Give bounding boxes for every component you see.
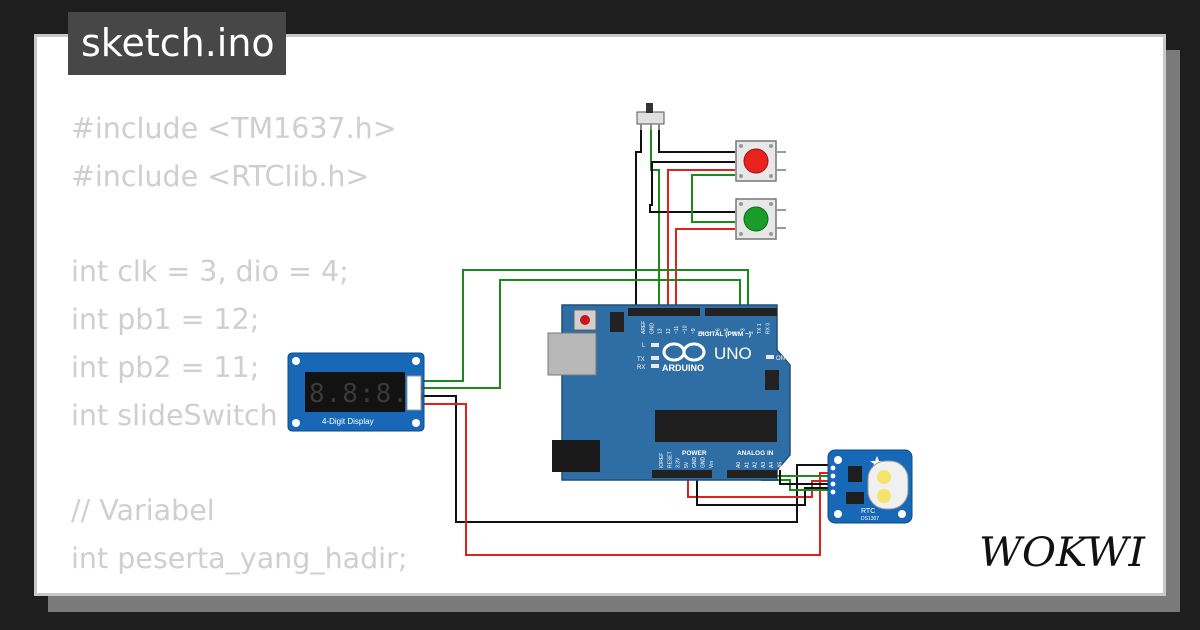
arduino-pin-label: ~11 [674, 326, 680, 334]
code-line: int pb1 = 12; [71, 303, 260, 337]
wire-display-black [424, 395, 832, 523]
arduino-pin-label: 8 [699, 331, 705, 334]
code-line: // Variabel [71, 494, 215, 528]
arduino-pin-label: A3 [761, 462, 767, 468]
arduino-pin-label: A5 [778, 462, 784, 468]
arduino-analog-label: ANALOG IN [737, 450, 774, 457]
wire-switch-black [635, 124, 643, 321]
wire-5v-red [687, 470, 832, 498]
code-line: int peserta_yang_hadir; [71, 542, 408, 576]
wire-green-btn-red [675, 228, 735, 320]
arduino-brand-label: ARDUINO [662, 363, 704, 373]
arduino-l-label: L [642, 343, 646, 349]
arduino-pin-label: 13 [658, 328, 664, 334]
arduino-pin-label: GND [692, 457, 698, 469]
arduino-pin-label: 5V [684, 461, 690, 468]
arduino-pin-label: 7 [707, 331, 713, 334]
wokwi-logo-text: WOKWI [979, 530, 1146, 576]
arduino-pin-label: 2 [749, 331, 755, 334]
arduino-pin-label: ~9 [691, 328, 697, 334]
display-digits: 8.8:8.8 [309, 379, 426, 409]
arduino-pin-label: GND [649, 323, 655, 335]
arduino-pin-label: A2 [753, 462, 759, 468]
red-pushbutton[interactable] [735, 140, 786, 182]
code-line: int clk = 3, dio = 4; [71, 255, 349, 289]
arduino-pin-label: IOREF [659, 453, 665, 468]
arduino-on-label: ON [776, 356, 785, 362]
wire-a-black [779, 470, 832, 485]
green-pushbutton[interactable] [735, 198, 786, 240]
arduino-pin-label: 12 [666, 328, 672, 334]
arduino-tx-label: TX [637, 357, 645, 363]
wokwi-logo[interactable]: WOKWI [975, 526, 1150, 576]
arduino-pin-label: GND [701, 457, 707, 469]
code-line: #include <RTClib.h> [71, 159, 370, 193]
file-tab[interactable]: sketch.ino [68, 12, 286, 75]
file-tab-label: sketch.ino [81, 21, 275, 65]
arduino-pin-label: A4 [769, 462, 775, 468]
arduino-pin-label: ~5 [724, 328, 730, 334]
wires [424, 124, 832, 556]
arduino-pin-label: 4 [732, 331, 738, 334]
arduino-pin-label: ~3 [741, 328, 747, 334]
arduino-model-label: UNO [714, 344, 752, 363]
code-line: int slideSwitch [71, 398, 278, 432]
wire-red-btn-red [667, 169, 735, 320]
code-line: #include <TM1637.h> [71, 112, 397, 145]
arduino-pin-label: 3.3V [676, 457, 682, 468]
wire-switch-green [650, 124, 660, 320]
arduino-pin-label: RX 0 [766, 323, 772, 334]
wire-display-green2 [424, 279, 741, 389]
arduino-pin-label: ~6 [716, 328, 722, 334]
wire-display-red [424, 403, 832, 556]
wire-switch-black2 [658, 124, 735, 153]
wire-gnd-black [696, 470, 832, 506]
arduino-pin-label: RESET [667, 451, 673, 468]
code-line: int pb2 = 11; [71, 350, 260, 384]
arduino-pin-label: A0 [736, 462, 742, 468]
wire-red-btn-black [649, 161, 735, 213]
code-line: int ... [71, 583, 407, 593]
rtc-chip-label: DS1307 [861, 516, 879, 522]
arduino-digital-label: DIGITAL (PWM ~) [698, 331, 751, 338]
arduino-uno-board[interactable]: UNO ARDUINO DIGITAL (PWM ~) ANALOG IN PO… [547, 304, 791, 481]
arduino-pin-label: A1 [744, 462, 750, 468]
rtc-label: RTC [861, 508, 875, 515]
arduino-logo-icon [662, 342, 706, 362]
code-preview: #include <TM1637.h> #include <RTClib.h> in… [71, 105, 408, 593]
wire-display-green1 [424, 269, 749, 382]
arduino-pin-label: ~10 [683, 325, 689, 334]
arduino-pin-label: Vin [709, 461, 715, 468]
wire-red-btn-green [691, 174, 735, 223]
arduino-pin-label: TX 1 [757, 323, 763, 334]
display-label: 4-Digit Display [322, 417, 374, 426]
arduino-pin-label: AREF [641, 321, 647, 334]
slide-switch[interactable] [636, 103, 665, 130]
arduino-power-label: POWER [682, 450, 707, 457]
rtc-module[interactable]: RTC DS1307 [827, 449, 913, 524]
tm1637-display-module[interactable]: 8.8:8.8 4-Digit Display [287, 352, 426, 432]
arduino-rx-label: RX [637, 365, 645, 371]
